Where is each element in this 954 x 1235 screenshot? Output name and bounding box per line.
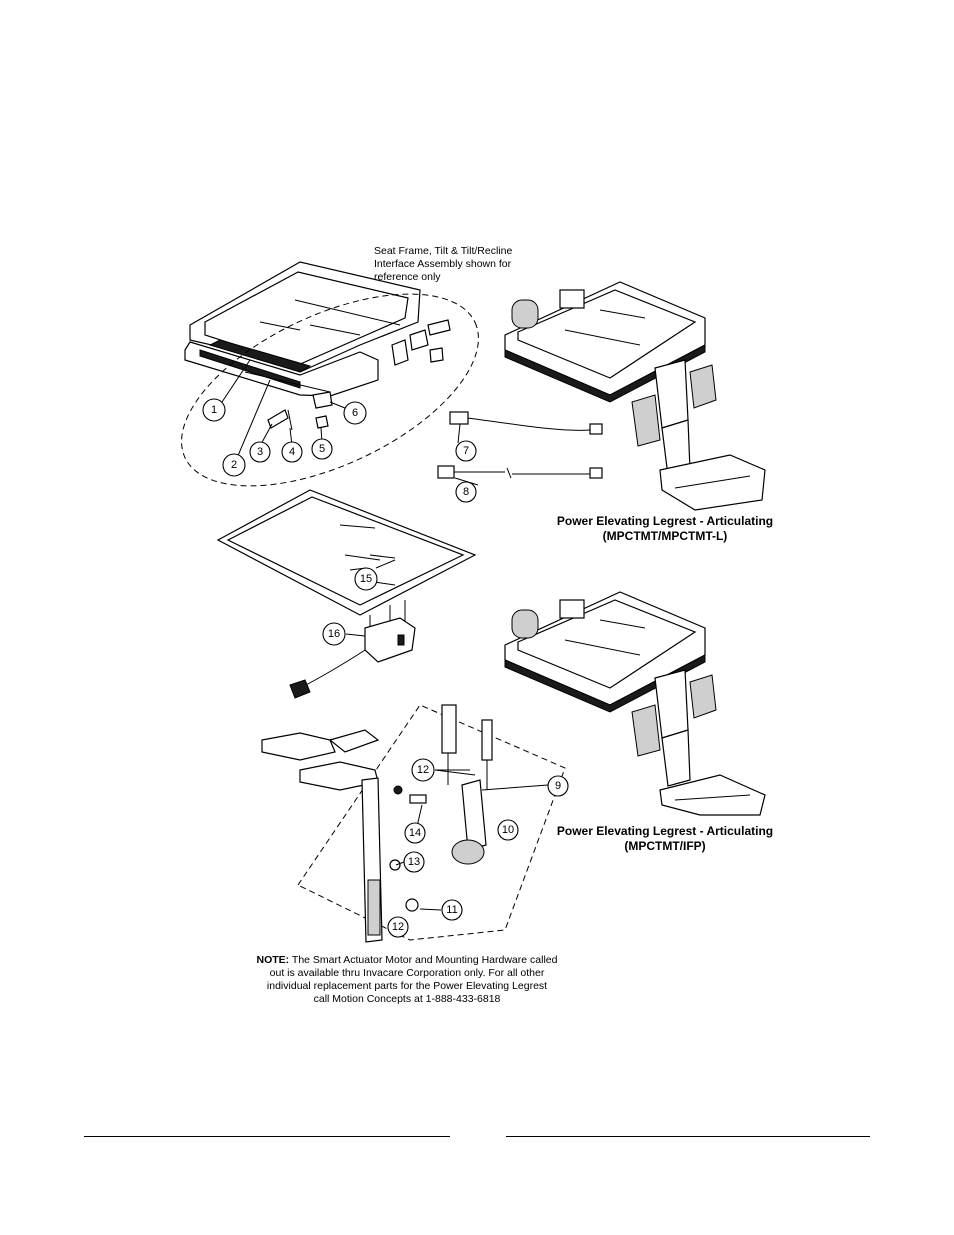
callout-11: 11: [441, 899, 463, 921]
callout-number: 15: [360, 573, 372, 585]
footer-rule-right: [506, 1136, 870, 1137]
callout-number: 8: [463, 486, 469, 498]
callout-number: 9: [555, 780, 561, 792]
note-text: The Smart Actuator Motor and Mounting Ha…: [289, 954, 558, 966]
callout-13: 13: [403, 851, 425, 873]
note-line: NOTE: The Smart Actuator Motor and Mount…: [247, 954, 567, 967]
caption-line: (MPCTMT/MPCTMT-L): [602, 529, 728, 543]
note-line: call Motion Concepts at 1-888-433-6818: [313, 993, 501, 1005]
callout-number: 4: [289, 446, 295, 458]
caption-bottom: Power Elevating Legrest - Articulating (…: [520, 824, 810, 854]
callout-14: 14: [404, 822, 426, 844]
callout-number: 16: [328, 628, 340, 640]
callout-5: 5: [311, 438, 333, 460]
callout-2: 2: [222, 453, 246, 477]
callout-8: 8: [455, 481, 477, 503]
caption-line: Power Elevating Legrest - Articulating: [556, 824, 774, 838]
legrest-assembly-bottom: [504, 591, 766, 816]
reference-note: Seat Frame, Tilt & Tilt/Recline Interfac…: [374, 245, 564, 284]
callout-16: 16: [322, 622, 346, 646]
callout-number: 7: [463, 445, 469, 457]
callout-12-lower: 12: [387, 916, 409, 938]
callout-number: 13: [408, 856, 420, 868]
caption-top: Power Elevating Legrest - Articulating (…: [520, 514, 810, 544]
actuator-exploded: [261, 704, 566, 943]
callout-12-upper: 12: [411, 758, 435, 782]
callout-number: 3: [257, 446, 263, 458]
callout-number: 12: [417, 764, 429, 776]
legrest-assembly-top: [504, 281, 766, 511]
seat-frame-assembly: [181, 261, 479, 487]
callout-number: 14: [409, 827, 421, 839]
cable-harnesses: [437, 411, 603, 479]
callout-number: 12: [392, 921, 404, 933]
callout-number: 10: [502, 824, 514, 836]
reference-note-line: Seat Frame, Tilt & Tilt/Recline: [374, 245, 513, 257]
note-line: individual replacement parts for the Pow…: [266, 980, 548, 992]
callout-1: 1: [202, 398, 226, 422]
callout-4: 4: [281, 441, 303, 463]
callout-number: 5: [319, 443, 325, 455]
callout-number: 1: [211, 404, 217, 416]
availability-note: NOTE: The Smart Actuator Motor and Mount…: [247, 954, 567, 1006]
callout-9: 9: [547, 775, 569, 797]
callout-number: 6: [352, 407, 358, 419]
reference-note-line: reference only: [374, 271, 441, 283]
note-line: out is available thru Invacare Corporati…: [269, 967, 545, 979]
callout-6: 6: [343, 401, 367, 425]
note-label: NOTE:: [256, 954, 290, 966]
reference-note-line: Interface Assembly shown for: [374, 258, 512, 270]
footer-rule-left: [84, 1136, 450, 1137]
caption-line: (MPCTMT/IFP): [624, 839, 706, 853]
callout-number: 2: [231, 459, 237, 471]
callout-7: 7: [455, 440, 477, 462]
callout-10: 10: [497, 819, 519, 841]
caption-line: Power Elevating Legrest - Articulating: [556, 514, 774, 528]
seat-pan-module: [216, 489, 477, 699]
callout-15: 15: [354, 567, 378, 591]
callout-3: 3: [249, 441, 271, 463]
callout-number: 11: [446, 904, 457, 916]
